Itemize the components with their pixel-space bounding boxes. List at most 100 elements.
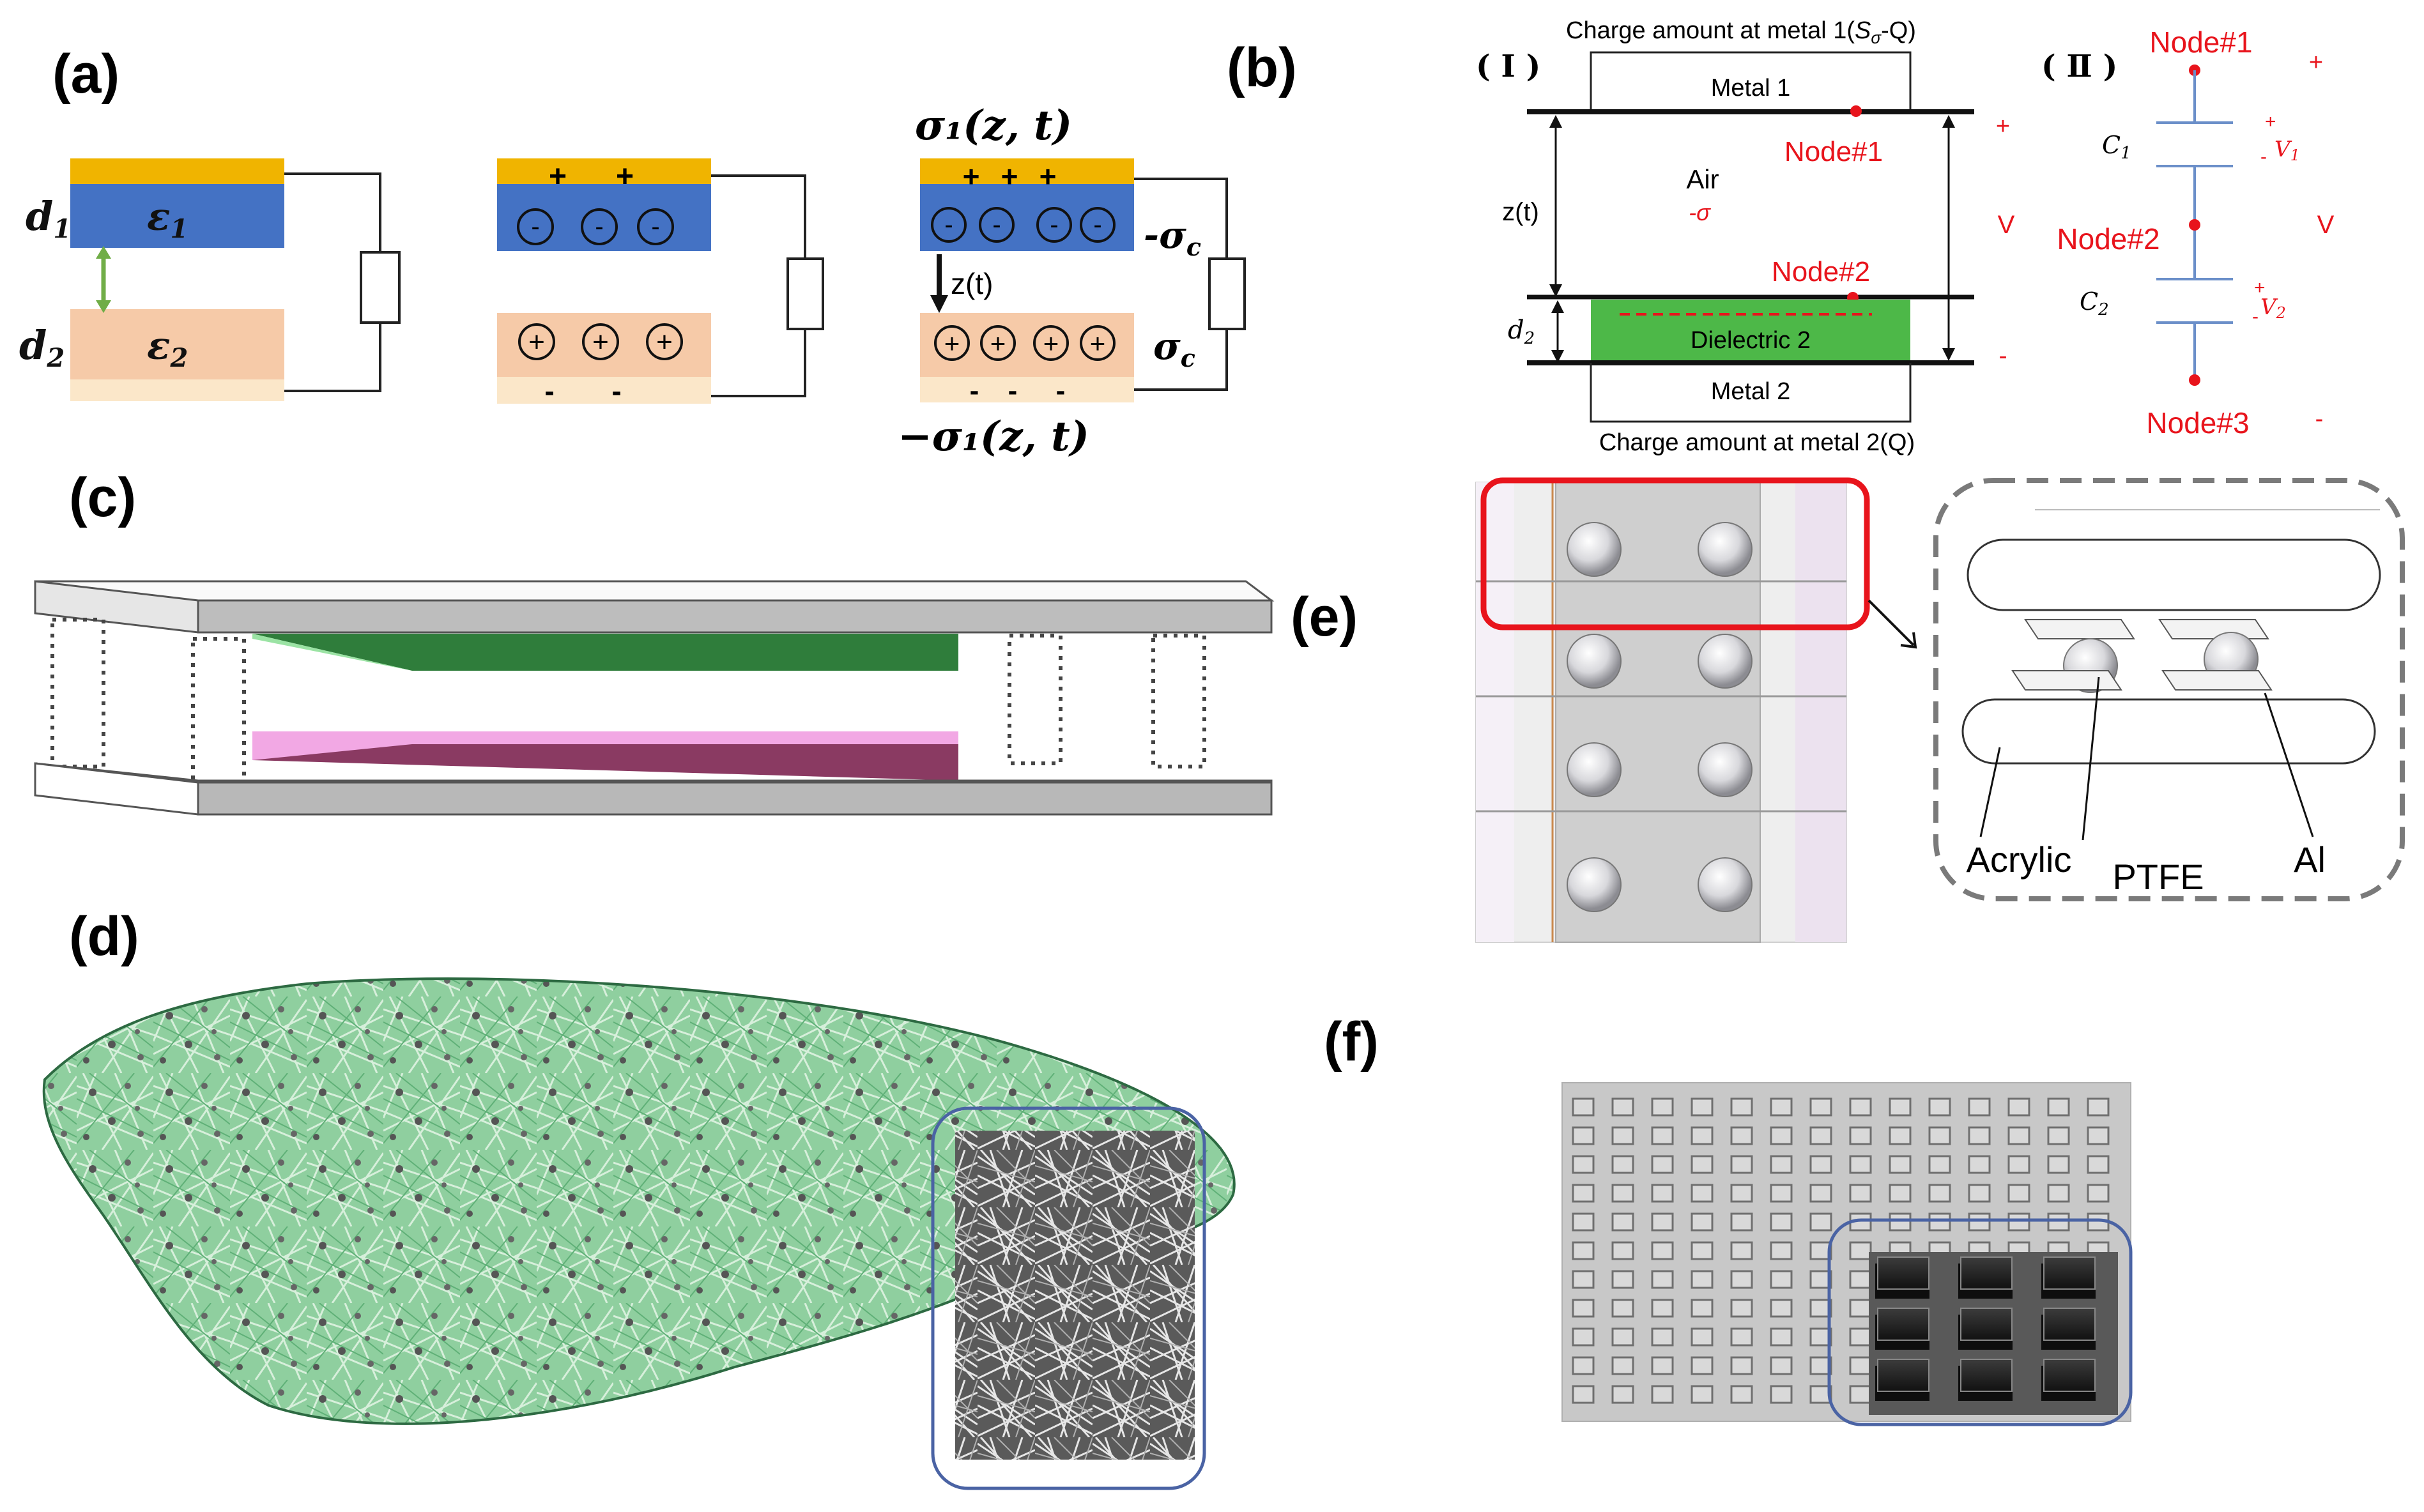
c2-label: C [2080,287,2098,316]
svg-text:+: + [2309,49,2323,76]
ptfe-ball [1567,522,1622,577]
pattern-square [1968,1097,1991,1117]
svg-text:-: - [1056,375,1066,406]
pattern-square [1849,1356,1872,1375]
equivalent-circuit: ( Ⅱ ) Node#1 + C1 + - V1 Node#2 V C2 + -… [2041,26,2335,439]
svg-text:-: - [944,211,953,239]
v1-label: V [2274,137,2292,162]
pattern-square [2007,1184,2030,1203]
pillar-top [2043,1256,2096,1290]
pattern-square [1770,1126,1793,1145]
minus-sign: - [611,374,621,408]
pillar-top [1877,1256,1929,1290]
svg-text:+: + [2254,277,2266,298]
svg-text:d2: d2 [1508,316,1535,348]
panel-b-label: (b) [1227,37,1297,98]
zoomed-pillars [1869,1252,2118,1415]
minus-sign: - [544,374,554,408]
pattern-square [1691,1184,1714,1203]
pattern-square [1968,1184,1991,1203]
metal2-label: Metal 2 [1711,378,1791,405]
pattern-square [1730,1327,1753,1347]
load-resistor [786,257,824,330]
pattern-square [1849,1184,1872,1203]
pillar-top [2043,1308,2096,1341]
svg-text:+: + [1039,160,1057,193]
roman-1-label: ( Ⅰ ) [1476,49,1540,84]
panel-a: (a) d1 ε1 d2 ε2 + + [19,43,1246,461]
pattern-square [1809,1126,1832,1145]
pattern-square [1849,1299,1872,1318]
svg-text:+: + [1090,328,1106,358]
pattern-square [2007,1212,2030,1232]
sigma-c-neg-label: -σ [1144,213,1186,257]
pattern-square [2087,1212,2110,1232]
pattern-square [1651,1126,1674,1145]
panel-a-stage-3: σ₁(z, t) + + + - - - - [898,102,1246,461]
bottom-acrylic-plate [1961,698,2376,765]
panel-b: (b) ( Ⅰ ) Charge amount at metal 1(Sσ-Q)… [1227,17,2335,456]
pattern-square [1572,1126,1595,1145]
pattern-square [1572,1241,1595,1260]
ptfe-label: PTFE [2112,857,2204,897]
svg-text:-: - [531,213,539,241]
pattern-square [1611,1212,1634,1232]
svg-text:-: - [1050,211,1058,239]
pillar-top [1877,1359,1929,1392]
svg-text:d2: d2 [19,322,65,373]
svg-text:+: + [990,328,1006,358]
dielectric-2-layer [70,309,284,379]
svg-text:-: - [2260,146,2267,167]
pattern-square [1651,1212,1674,1232]
green-layer [252,634,958,671]
panel-a-label: (a) [52,43,119,105]
top-plate [34,580,1275,602]
pillar-top [2043,1359,2096,1392]
pattern-square [1730,1212,1753,1232]
pillar-top [1960,1256,2013,1290]
pattern-square [1691,1270,1714,1289]
pattern-square [1730,1299,1753,1318]
v2-label: V [2260,294,2278,320]
pattern-square [1730,1126,1753,1145]
plus-sign: + [616,160,634,194]
pattern-square [1730,1270,1753,1289]
highlight-box [1480,477,1870,630]
load-resistor [1208,257,1246,330]
ptfe-ball [1698,522,1753,577]
svg-text:d1: d1 [26,193,71,244]
pattern-square [2047,1184,2070,1203]
svg-text:+: + [592,326,609,358]
pattern-square [1770,1327,1793,1347]
pattern-square [1928,1097,1951,1117]
pattern-square [1651,1299,1674,1318]
panel-f-label: (f) [1324,1011,1379,1073]
svg-text:-: - [2252,306,2259,327]
svg-text:-: - [992,211,1001,239]
pattern-square [2007,1097,2030,1117]
pattern-square [1691,1299,1714,1318]
svg-text:-σc: -σc [1144,213,1201,261]
pattern-square [1968,1126,1991,1145]
pattern-square [1651,1270,1674,1289]
pattern-square [1809,1212,1832,1232]
pattern-square [1611,1155,1634,1174]
circuit-node3-label: Node#3 [2146,406,2249,439]
sigma1-top-label: σ₁(z, t) [915,102,1072,149]
top-electrode [70,158,284,184]
svg-text:-: - [595,213,603,241]
pattern-square [1651,1327,1674,1347]
pattern-square [1730,1385,1753,1404]
d1-label: d [26,193,53,240]
svg-text:V1: V1 [2274,137,2300,164]
panel-d-label: (d) [69,906,139,967]
panel-a-stage-1: d1 ε1 d2 ε2 [19,158,401,401]
al-electrode [2011,670,2122,691]
neg-sigma-label: -σ [1689,199,1711,225]
pattern-square [1611,1241,1634,1260]
circuit-node1-label: Node#1 [2149,26,2252,59]
pattern-square [1691,1212,1714,1232]
pattern-square [1849,1270,1872,1289]
pattern-square [1691,1126,1714,1145]
